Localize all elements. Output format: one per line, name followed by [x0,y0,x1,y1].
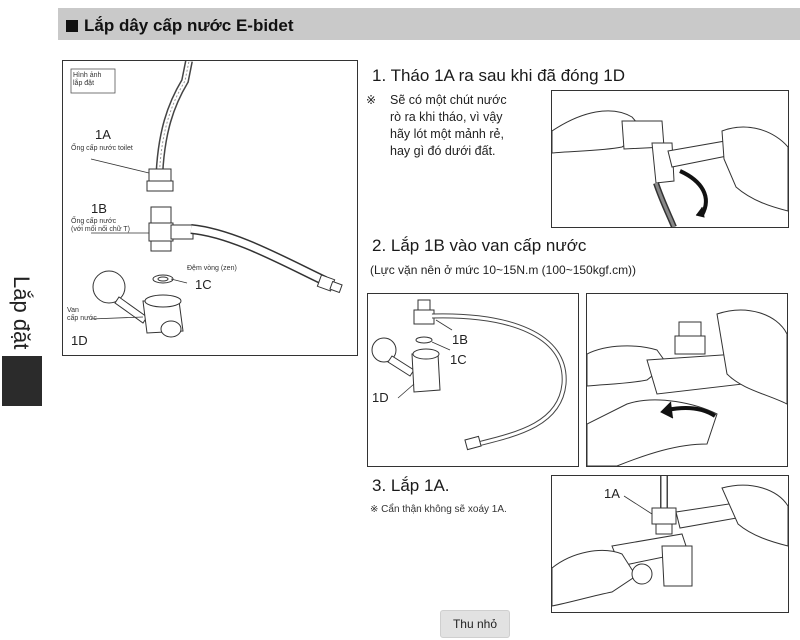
step1-illustration [551,90,789,228]
callout-1b: 1B [91,201,107,216]
callout-1a: 1A [95,127,111,142]
callout-1c: 1C [195,277,212,292]
step3-drawing [552,476,788,607]
step2-callout-1d: 1D [372,390,389,405]
callout-1b-desc-line1: Ống cấp nước [71,218,117,225]
section-header-band [58,8,800,40]
step2-drawing [371,299,567,451]
step2-subtitle: (Lực vặn nên ở mức 10~15N.m (100~150kgf.… [370,263,637,277]
square-bullet-icon [66,20,78,32]
step2-callout-1b: 1B [452,332,468,347]
step2-diagram: 1B 1C 1D [367,293,579,467]
side-tab-marker [2,356,42,406]
step1-title: 1. Tháo 1A ra sau khi đã đóng 1D [372,66,625,85]
step1-note-line3: hãy lót một mảnh rẻ, [390,127,504,141]
callout-1d: 1D [71,333,88,348]
callout-1b-desc-line2: (với mối nối chữ T) [71,226,130,233]
inset-caption-line1: Hình ảnh [73,72,102,79]
section-title: Lắp dây cấp nước E-bidet [66,16,294,36]
step1-note-line1: Sẽ có một chút nước [390,93,507,107]
step2-hands-drawing [587,309,787,466]
installation-drawing [70,61,343,338]
step1-note-line4: hay gì đó dưới đất. [390,144,496,158]
step3-title: 3. Lắp 1A. [372,476,450,495]
installation-diagram: Hình ảnh lắp đặt 1A Ống cấp nước toilet … [62,60,358,356]
step2-title: 2. Lắp 1B vào van cấp nước [372,236,587,255]
step3-illustration: 1A [551,475,789,613]
callout-1a-desc: Ống cấp nước toilet [71,145,133,152]
shrink-button[interactable]: Thu nhỏ [440,610,510,638]
step2-callout-1c: 1C [450,352,467,367]
inset-caption-line2: lắp đặt [73,80,95,87]
step3-callout-1a: 1A [604,486,620,501]
callout-1d-desc-line2: cấp nước [67,315,97,322]
section-title-text: Lắp dây cấp nước E-bidet [84,16,294,35]
step1-note-line2: rò ra khi tháo, vì vậy [390,110,503,124]
callout-1d-desc-line1: Van [67,307,79,314]
callout-1c-desc: Đệm vòng (zen) [187,265,237,272]
step2-photo-illustration [586,293,788,467]
step1-note-mark: ※ [366,93,377,107]
side-tab-label: Lắp đặt [9,276,34,350]
step3-note: ※ Cẩn thận không sẽ xoáy 1A. [370,504,507,515]
step1-drawing [552,110,788,227]
